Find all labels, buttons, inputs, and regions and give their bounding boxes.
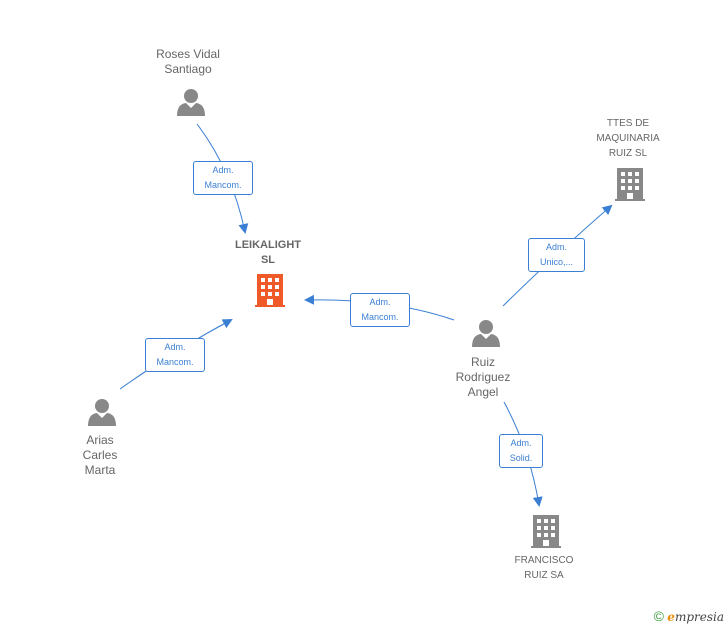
node-label-francisco[interactable]: FRANCISCO RUIZ SA — [494, 553, 594, 583]
copyright-icon: © — [653, 608, 664, 624]
node-label-line: LEIKALIGHT — [235, 239, 301, 251]
edge-label-line: Mancom. — [361, 312, 399, 322]
node-label-line: Roses Vidal — [156, 47, 220, 61]
building-icon[interactable] — [255, 274, 285, 307]
node-label-line: Ruiz — [470, 355, 495, 369]
edge-label-line: Mancom. — [204, 180, 242, 190]
edge-label-roses-leikalight[interactable]: Adm. Mancom. — [193, 161, 253, 195]
node-label-line: FRANCISCO — [514, 555, 574, 566]
brand-logo[interactable]: empresia — [667, 610, 724, 624]
building-icon[interactable] — [615, 168, 645, 201]
edge-label-ruiz-francisco[interactable]: Adm. Solid. — [499, 434, 543, 468]
person-icon[interactable] — [177, 89, 205, 116]
node-label-line: Angel — [467, 385, 499, 399]
node-label-line: TTES DE — [606, 118, 650, 129]
person-icon[interactable] — [472, 320, 500, 347]
node-label-roses[interactable]: Roses Vidal Santiago — [138, 47, 238, 77]
footer-credit: © empresia — [654, 608, 724, 624]
node-label-line: Rodriguez — [455, 370, 511, 384]
node-label-line: MAQUINARIA — [596, 133, 660, 144]
edge-label-line: Adm. — [510, 438, 532, 448]
node-label-leikalight[interactable]: LEIKALIGHT SL — [218, 238, 318, 268]
edge-label-line: Unico,... — [539, 257, 573, 267]
person-icon[interactable] — [88, 399, 116, 426]
edge-label-line: Adm. — [164, 342, 186, 352]
node-label-ttes[interactable]: TTES DE MAQUINARIA RUIZ SL — [578, 116, 678, 161]
brand-initial: e — [667, 610, 675, 624]
node-label-line: Arias — [86, 433, 114, 447]
edge-label-line: Adm. — [545, 242, 567, 252]
node-label-arias[interactable]: Arias Carles Marta — [50, 433, 150, 478]
brand-name: mpresia — [674, 610, 724, 624]
edge-label-line: Solid. — [509, 453, 533, 463]
edge-label-line: Adm. — [369, 297, 391, 307]
building-icon[interactable] — [531, 515, 561, 548]
node-label-line: RUIZ SL — [608, 148, 648, 159]
edge-label-ruiz-ttes[interactable]: Adm. Unico,... — [528, 238, 585, 272]
node-label-ruiz[interactable]: Ruiz Rodriguez Angel — [433, 355, 533, 400]
node-label-line: Santiago — [164, 62, 212, 76]
node-label-line: Carles — [82, 448, 118, 462]
node-label-line: Marta — [84, 463, 116, 477]
node-label-line: SL — [260, 254, 276, 266]
edge-label-arias-leikalight[interactable]: Adm. Mancom. — [145, 338, 205, 372]
node-label-line: RUIZ SA — [524, 570, 564, 581]
edge-label-ruiz-leikalight[interactable]: Adm. Mancom. — [350, 293, 410, 327]
edge-label-line: Mancom. — [156, 357, 194, 367]
edge-label-line: Adm. — [212, 165, 234, 175]
